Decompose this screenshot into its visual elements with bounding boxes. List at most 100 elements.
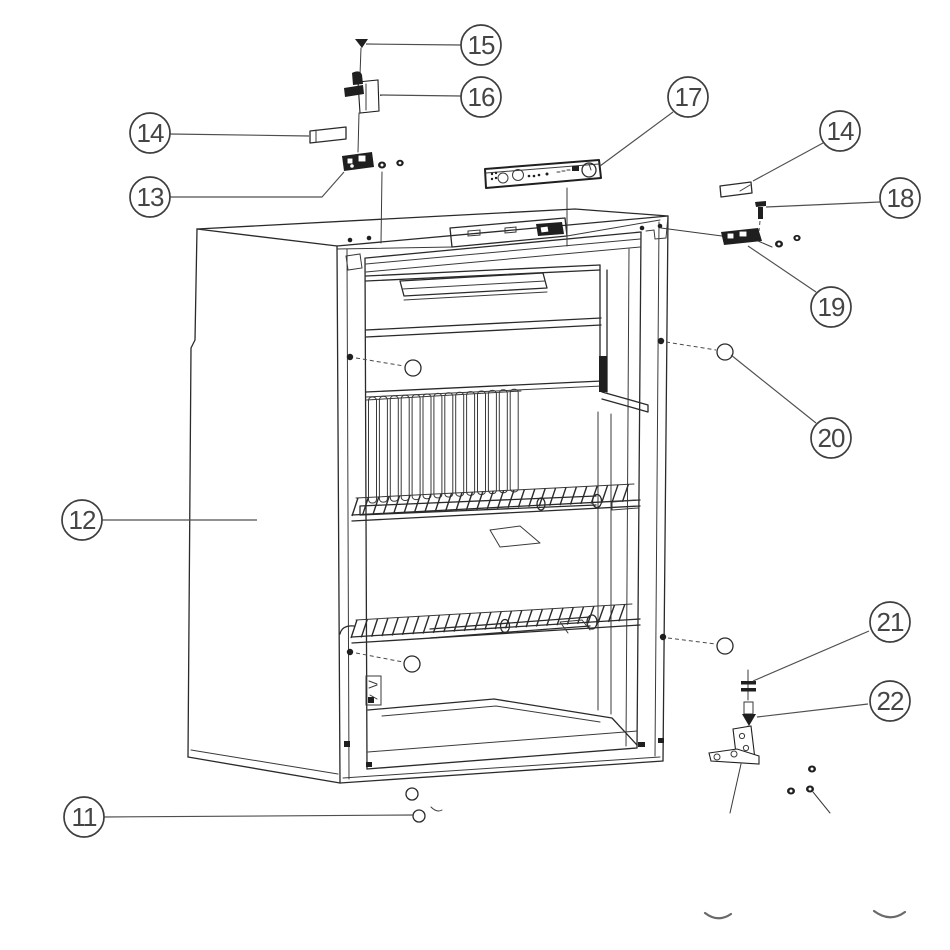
callout-14: 14 — [129, 112, 310, 154]
shelf-wire — [494, 611, 502, 630]
callout-number: 11 — [72, 802, 98, 832]
callout-15: 15 — [365, 24, 502, 66]
callout-bubble — [667, 76, 709, 118]
shelf-wire — [525, 609, 533, 628]
callout-11: 11 — [63, 796, 415, 838]
top-mounting-slot — [449, 217, 568, 248]
leader-line — [103, 814, 415, 818]
fin — [466, 391, 476, 496]
cabinet-outline — [187, 208, 669, 784]
shelf-wire — [546, 608, 554, 627]
fin — [498, 389, 508, 494]
loose-screws-bottom-right — [787, 765, 831, 814]
shelf-wire — [443, 614, 451, 633]
callout-20: 20 — [730, 354, 852, 459]
callout-number: 22 — [877, 686, 904, 716]
callout-19: 19 — [747, 245, 852, 328]
callout-number: 18 — [887, 183, 914, 213]
callout-number: 15 — [468, 30, 495, 60]
shelf-wire — [401, 616, 410, 636]
shelf-wire — [360, 619, 368, 638]
control-panel — [484, 159, 602, 247]
shelf-wire — [569, 486, 578, 505]
leader-line — [730, 354, 817, 424]
freezer-door-handle — [399, 272, 548, 301]
leader-line — [752, 630, 870, 682]
callout-number: 14 — [827, 116, 854, 146]
callout-bubble — [460, 24, 502, 66]
shelf-wire — [538, 488, 546, 507]
callout-bubble — [129, 176, 171, 218]
shelf-wire — [453, 613, 461, 632]
shelf-wire — [473, 612, 482, 631]
callout-bubble — [819, 110, 861, 152]
interior-floor — [367, 698, 638, 753]
upper-wire-shelf — [351, 483, 641, 548]
callout-bubble — [460, 76, 502, 118]
leader-line — [747, 245, 817, 293]
panel-button — [512, 169, 524, 181]
hinge-screw-right — [755, 201, 766, 232]
shelf-wire — [381, 617, 389, 637]
fin — [422, 393, 432, 500]
shelf-wire — [618, 604, 626, 622]
shelf-wire — [517, 489, 526, 508]
callout-bubble — [879, 177, 921, 219]
shelf-wire — [484, 611, 492, 630]
callout-bubble — [869, 601, 911, 643]
shelf-wire — [621, 484, 630, 503]
leader-line — [752, 142, 824, 182]
callout-17: 17 — [599, 76, 709, 167]
callout-12: 12 — [61, 499, 257, 541]
callout-bubble — [810, 286, 852, 328]
freezer-door-hinge — [599, 356, 607, 392]
callout-number: 16 — [468, 82, 495, 112]
shelf-wire — [422, 615, 430, 634]
hinge-bracket-top — [344, 71, 380, 153]
upper-hinge-bracket-right — [660, 227, 801, 248]
leader-line — [170, 171, 345, 198]
shelf-hole-plugs — [346, 337, 734, 673]
fin — [400, 394, 410, 501]
shelf-wire — [548, 487, 557, 506]
panel-button — [497, 172, 509, 184]
shelf-wire — [350, 619, 358, 639]
fin — [378, 395, 388, 503]
cooling-tube-upper — [359, 493, 639, 516]
callout-13: 13 — [129, 171, 345, 218]
callout-number: 12 — [69, 505, 96, 535]
wire-hook — [339, 625, 355, 635]
fin — [487, 389, 497, 495]
cover-plate-right — [719, 181, 753, 198]
callout-22: 22 — [756, 680, 911, 722]
drain-fitting — [365, 675, 382, 706]
callout-bubble — [129, 112, 171, 154]
callout-16: 16 — [379, 76, 502, 118]
shelf-wire — [412, 616, 420, 635]
shelf-wire — [504, 610, 513, 629]
leader-line — [765, 201, 881, 208]
fin — [455, 391, 465, 497]
shelf-wire — [535, 608, 544, 627]
shelf-wire — [370, 618, 379, 637]
shelf-wire — [463, 613, 471, 632]
callout-bubble — [869, 680, 911, 722]
leader-line — [599, 111, 674, 167]
screw-hole-caps — [405, 787, 443, 823]
fin — [368, 396, 377, 504]
leader-line — [365, 43, 462, 46]
leader-line — [756, 703, 869, 718]
callout-bubble — [61, 499, 103, 541]
shelf-wire — [528, 488, 536, 508]
callout-18: 18 — [765, 177, 921, 219]
fin — [444, 392, 454, 498]
upper-hinge-bracket-left — [342, 152, 404, 244]
shelf-wire — [607, 604, 616, 623]
leader-line — [169, 133, 310, 137]
shelf-wire — [600, 485, 609, 504]
lower-wire-shelf — [339, 603, 641, 644]
fin — [389, 395, 399, 502]
